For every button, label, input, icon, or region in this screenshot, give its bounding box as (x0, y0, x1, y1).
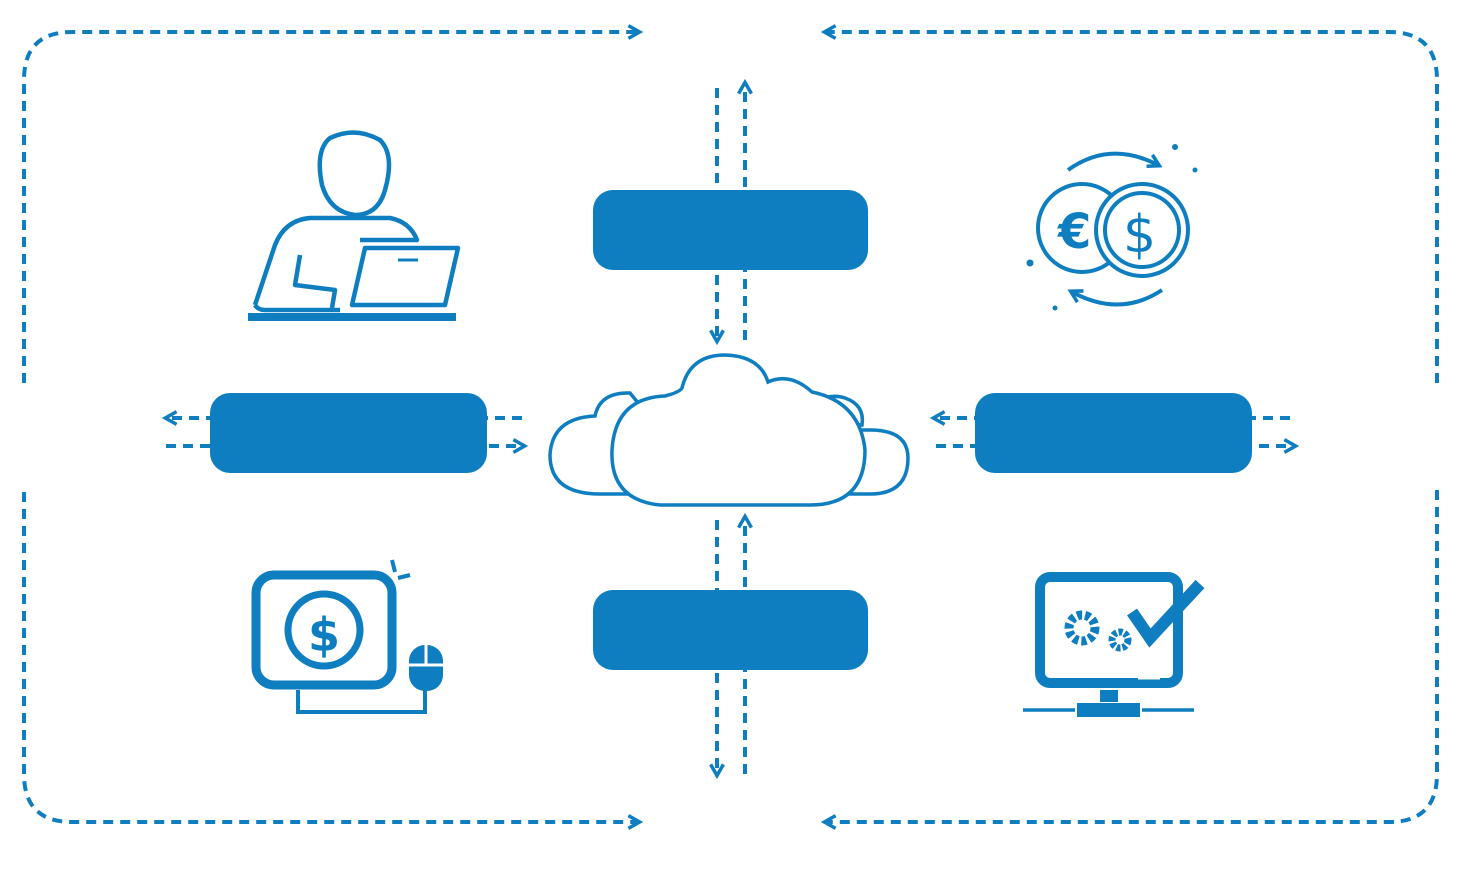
online-payment-icon: $ (251, 559, 443, 714)
svg-text:€: € (1057, 204, 1091, 260)
svg-text:$: $ (1123, 205, 1156, 265)
right-box (975, 393, 1252, 473)
currency-exchange-icon: € $ (1026, 144, 1198, 311)
loop-top-right (826, 32, 1439, 383)
loop-top-left (22, 32, 638, 383)
bottom-box (593, 590, 868, 670)
monitor-settings-check-icon (1023, 572, 1205, 717)
left-box (210, 393, 487, 473)
cloud-icon (548, 353, 910, 507)
loop-bottom-right (826, 490, 1439, 822)
top-box (593, 190, 868, 270)
person-laptop-icon (248, 130, 461, 321)
svg-text:$: $ (308, 608, 340, 662)
